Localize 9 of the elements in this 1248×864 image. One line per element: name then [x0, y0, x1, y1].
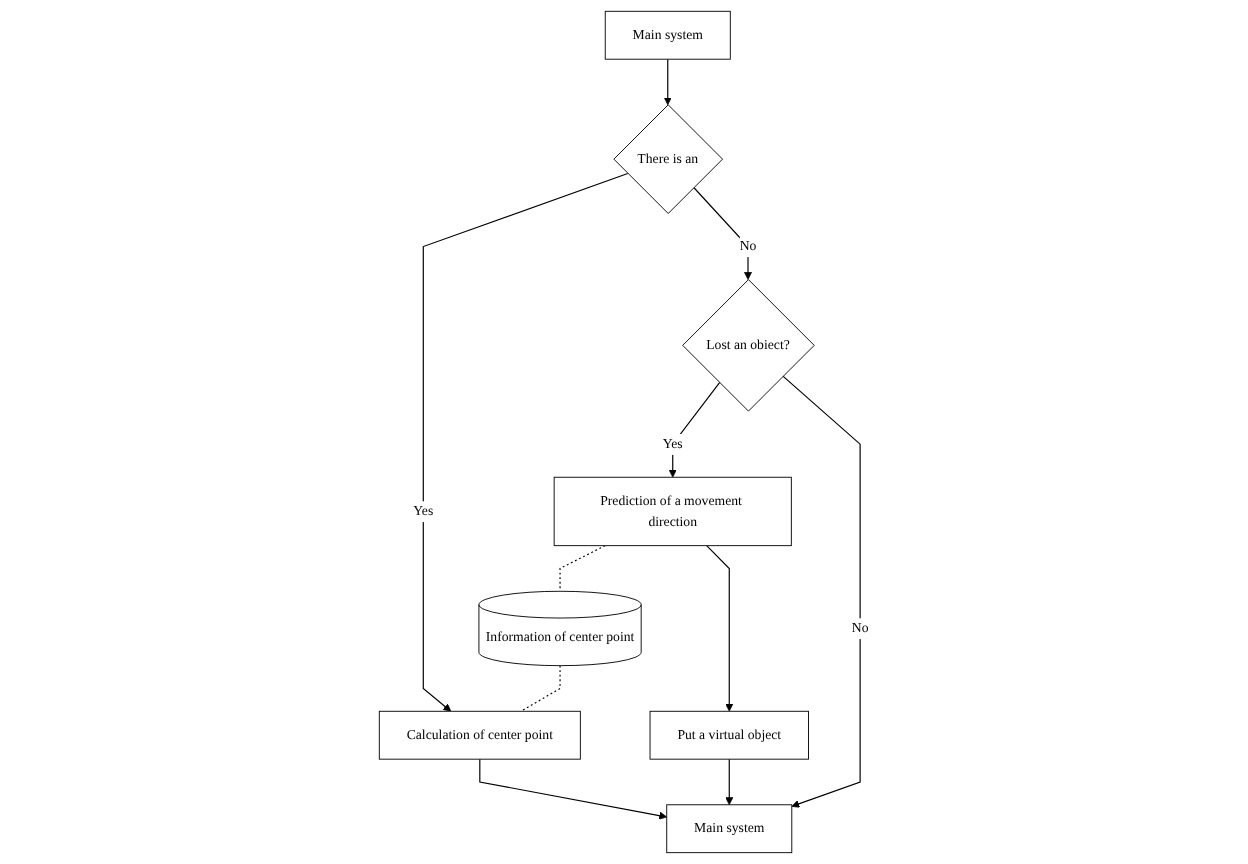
arrow: [479, 758, 668, 820]
connector: [520, 665, 561, 712]
connector: [559, 545, 606, 592]
arrow: [706, 545, 734, 712]
arrow: [422, 172, 629, 712]
arrow: [725, 758, 734, 806]
arrow: [663, 58, 672, 106]
arrow: [668, 382, 721, 478]
arrow: [782, 375, 861, 808]
